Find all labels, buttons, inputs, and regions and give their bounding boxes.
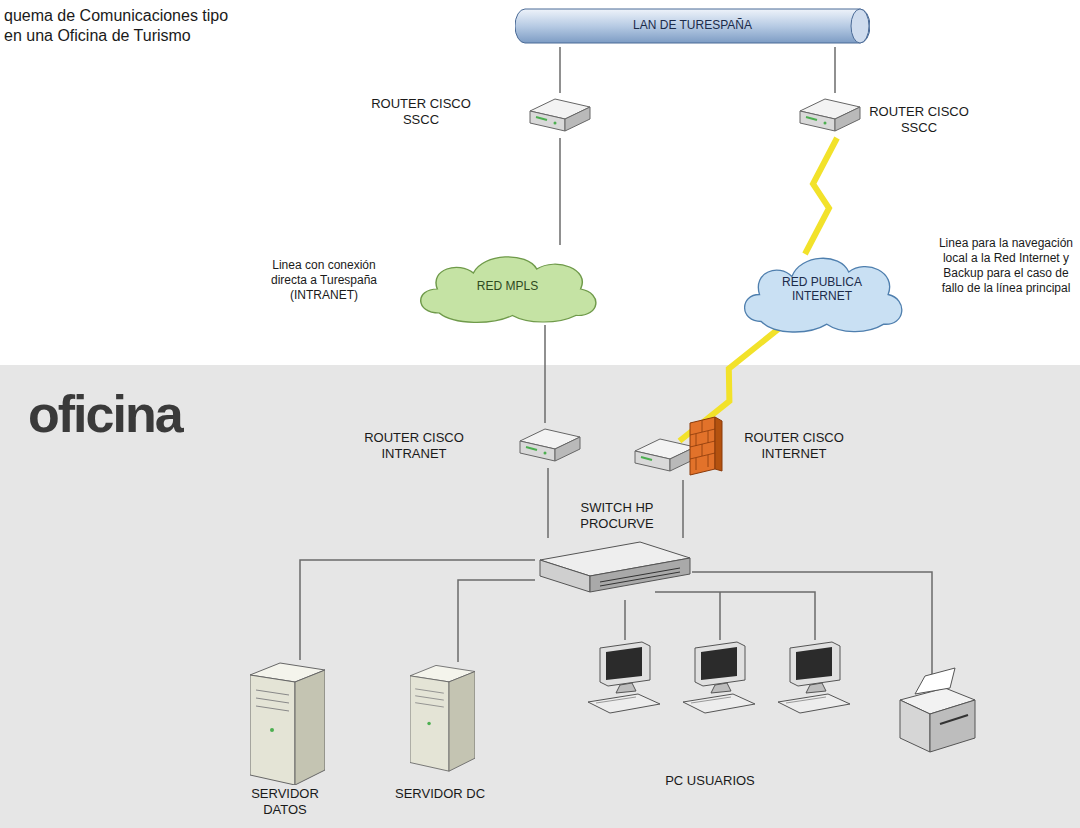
router-icon [525,93,595,138]
node-text: ROUTER CISCO INTRANET [355,430,473,461]
network-cable [458,580,535,662]
mpls-cloud: RED MPLS [410,245,605,325]
pc-group-icon [580,640,860,730]
node-text: SWITCH HP PROCURVE [563,500,671,531]
pc-group: PC USUARIOS [565,635,875,805]
network-cable [559,47,561,93]
server-icon [410,662,475,772]
router-firewall-icon [630,415,740,480]
router-node: ROUTER CISCO SSCC [790,88,975,148]
node-text: ROUTER CISCO INTERNET [728,430,860,461]
network-cable [544,325,546,423]
lan-band: LAN DE TURESPAÑA [515,5,870,47]
router-node: ROUTER CISCO SSCC [365,88,600,148]
office-band [0,365,1080,828]
router-node: ROUTER CISCO INTERNET [615,395,865,485]
router-icon [515,423,585,468]
internet-cloud: RED PUBLICA INTERNET [735,245,910,335]
server-node: SERVIDOR DATOS [235,655,335,825]
office-region: oficinaROUTER CISCO INTRANET ROUTER CISCO… [0,365,1080,828]
switch-icon [535,538,695,600]
network-cable [547,468,549,538]
node-text: RED PUBLICA INTERNET [772,275,872,304]
wireless-link [805,138,837,254]
printer-symbol [900,668,975,752]
node-text: PC USUARIOS [625,773,795,789]
router-icon [795,93,865,138]
network-cable [300,560,535,660]
diagram-title: quema de Comunicaciones tipo en una Ofic… [4,6,236,46]
network-cable [682,480,684,538]
node-text: ROUTER CISCO SSCC [866,104,972,135]
node-text: oficina [28,383,248,445]
node-text: SERVIDOR DATOS [235,786,335,817]
node-text: LAN DE TURESPAÑA [515,18,870,32]
router-node: ROUTER CISCO INTRANET [355,418,585,473]
note-label: Linea para la navegación local a la Red … [936,236,1076,296]
server-node: SERVIDOR DC [380,662,500,822]
server-icon [250,660,325,785]
note-label: Linea con conexión directa a Turespaña (… [262,258,386,303]
node-text: SERVIDOR DC [380,786,500,802]
switch-node: SWITCH HP PROCURVE [535,500,695,605]
network-cable [834,47,836,93]
network-cable [559,138,561,245]
network-cable [624,600,626,640]
node-text: RED MPLS [410,279,605,293]
node-text: ROUTER CISCO SSCC [365,96,477,127]
